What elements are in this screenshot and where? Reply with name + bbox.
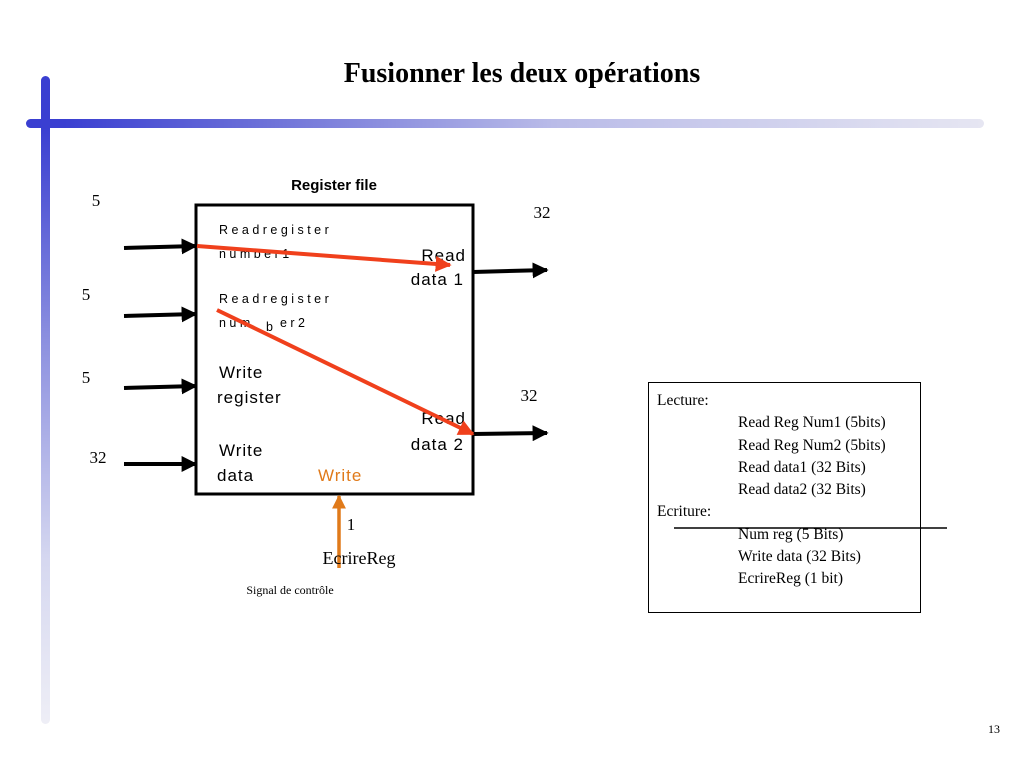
control-signal-caption: Signal de contrôle [246, 583, 333, 597]
read-register-2-label-line2a: n u m [219, 316, 250, 330]
write-register-label-line1: Write [219, 363, 263, 382]
read-path-2-arrow [216, 308, 475, 436]
read-data-2-width-label: 32 [521, 386, 538, 405]
slide-title: Fusionner les deux opérations [343, 58, 701, 89]
legend-lecture-item: Read data1 (32 Bits) [738, 458, 866, 476]
legend-ecriture-item: Num reg (5 Bits) [738, 525, 844, 543]
register-file-box [194, 203, 475, 496]
vertical-accent-bar [41, 76, 50, 724]
write-register-width-label: 5 [82, 368, 91, 387]
read-data-1-output-arrow [472, 262, 549, 279]
legend-lecture-title: Lecture: [657, 392, 709, 409]
legend-ecriture-item: Write data (32 Bits) [738, 548, 861, 566]
read-register-2-input-arrow [123, 306, 198, 323]
legend-ecriture-title: Ecriture: [657, 503, 712, 521]
legend-lecture-item: Read Reg Num1 (5bits) [738, 414, 886, 432]
legend-lecture-item: Read data2 (32 Bits) [738, 481, 866, 499]
read-register-2-width-label: 5 [82, 285, 91, 304]
read-data-1-label-line1: Read [421, 246, 466, 265]
write-data-label-line1: Write [219, 441, 263, 460]
read-register-1-input-arrow [123, 238, 198, 255]
control-width-label: 1 [347, 515, 356, 534]
read-data-1-label-line2: data 1 [411, 270, 464, 289]
write-register-label-line2: register [217, 388, 282, 407]
read-register-2-label-line1: R e a d r e g i s t e r [219, 292, 329, 306]
write-data-width-label: 32 [90, 448, 107, 467]
read-data-2-output-arrow [472, 425, 549, 442]
legend-ecriture-item: EcrireReg (1 bit) [738, 570, 844, 588]
write-register-input-arrow [123, 378, 198, 395]
legend-box: Lecture: Read Reg Num1 (5bits) Read Reg … [648, 382, 921, 613]
slide-number: 13 [988, 722, 1000, 736]
control-signal-name: EcrireReg [323, 548, 396, 568]
horizontal-accent-bar [26, 119, 984, 128]
write-control-label: Write [318, 466, 362, 485]
register-file-caption: Register file [291, 177, 377, 194]
read-register-1-width-label: 5 [92, 191, 101, 210]
read-data-2-label-line2: data 2 [411, 435, 464, 454]
read-data-1-width-label: 32 [534, 203, 551, 222]
read-register-2-label-line2c: e r 2 [280, 316, 305, 330]
read-register-2-label-line2b: b [266, 320, 273, 334]
read-path-1-arrow [196, 244, 452, 272]
read-register-1-label-line1: R e a d r e g i s t e r [219, 223, 329, 237]
write-data-label-line2: data [217, 466, 254, 485]
legend-lecture-item: Read Reg Num2 (5bits) [738, 436, 886, 454]
